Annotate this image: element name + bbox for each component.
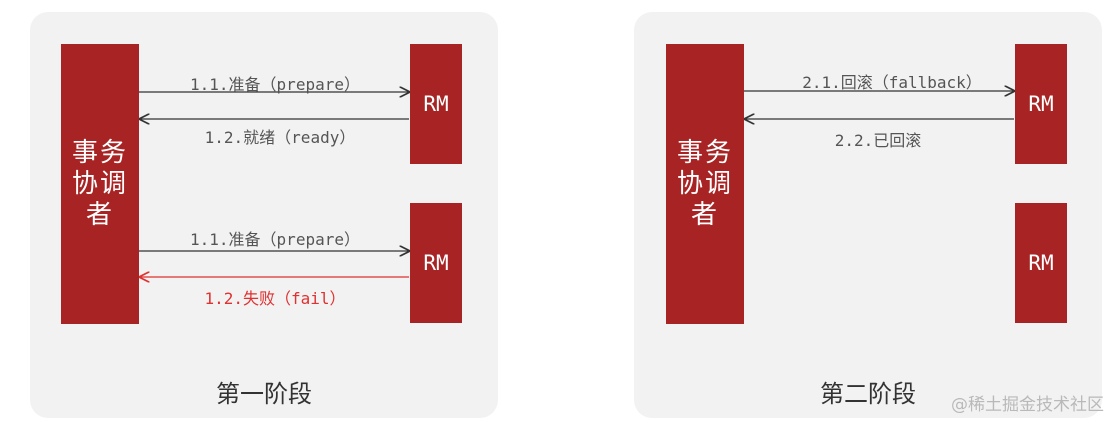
phase2-rm-bottom-label: RM bbox=[1028, 251, 1054, 275]
phase1-rm-bottom-label: RM bbox=[423, 251, 449, 275]
phase2-rm-top: RM bbox=[1015, 44, 1067, 164]
phase1-msg-fail: 1.2.失败（fail） bbox=[204, 289, 346, 308]
phase2-coordinator-line3: 者 bbox=[690, 199, 719, 230]
phase1-msg-prepare-2: 1.1.准备（prepare） bbox=[190, 230, 360, 249]
phase1-msg-prepare-1: 1.1.准备（prepare） bbox=[190, 75, 360, 94]
phase1-coordinator-line3: 者 bbox=[85, 199, 114, 230]
phase2-msg-rolledback: 2.2.已回滚 bbox=[834, 131, 922, 150]
phase1-msg-ready: 1.2.就绪（ready） bbox=[204, 128, 356, 147]
phase1-rm-top-label: RM bbox=[423, 92, 449, 116]
phase1-title: 第一阶段 bbox=[216, 380, 312, 408]
phase1-rm-top: RM bbox=[410, 44, 462, 164]
phase1-rm-bottom: RM bbox=[410, 203, 462, 323]
phase2-title: 第二阶段 bbox=[820, 380, 916, 408]
phase2-coordinator-line2: 协调 bbox=[676, 168, 733, 199]
phase1-coordinator-line2: 协调 bbox=[71, 168, 128, 199]
watermark: @稀土掘金技术社区 bbox=[951, 395, 1104, 415]
phase2-coordinator-line1: 事务 bbox=[676, 137, 733, 168]
phase2-coordinator: 事务 协调 者 bbox=[666, 44, 744, 324]
phase2-rm-top-label: RM bbox=[1028, 92, 1054, 116]
phase2-rm-bottom: RM bbox=[1015, 203, 1067, 323]
phase1-coordinator: 事务 协调 者 bbox=[61, 44, 139, 324]
phase2-msg-fallback: 2.1.回滚（fallback） bbox=[802, 73, 982, 92]
phase1-coordinator-line1: 事务 bbox=[71, 137, 128, 168]
